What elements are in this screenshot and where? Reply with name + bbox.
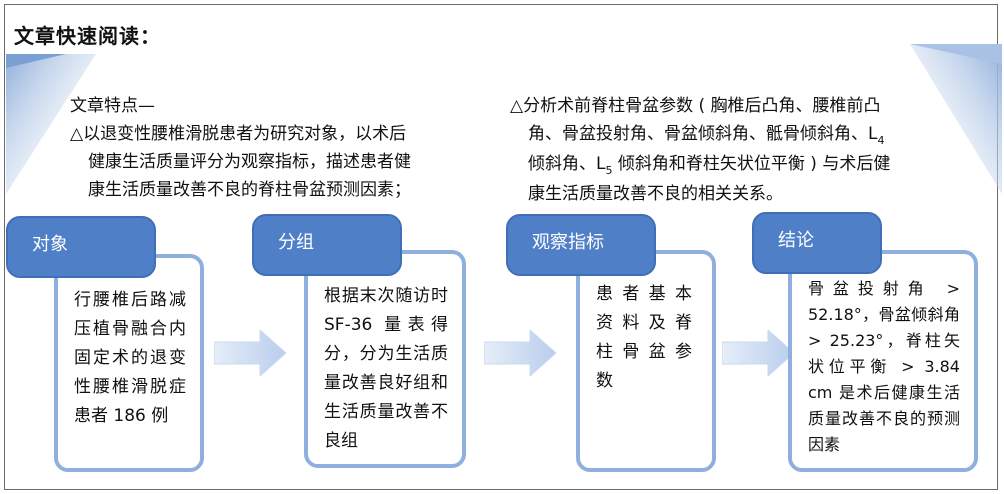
l4-subscript: 4 [877, 134, 885, 147]
step-label-indicators: 观察指标 [506, 214, 656, 276]
analysis-description: △分析术前脊柱骨盆参数 ( 胸椎后凸角、腰椎前凸 角、骨盆投射角、骨盆倾斜角、骶… [510, 92, 890, 208]
flow-arrow-icon [722, 330, 794, 376]
left-banner-ribbon [6, 54, 96, 194]
step-text-subjects: 行腰椎后路减压植骨融合内固定术的退变性腰椎滑脱症患者 186 例 [74, 290, 186, 426]
analysis-line-3-text-a: 倾斜角、L [528, 154, 606, 174]
step-text-indicators: 患者基本资料及脊柱骨盆参数 [596, 284, 698, 391]
step-card-conclusion: 骨盆投射角 > 52.18°，骨盆倾斜角 > 25.23°，脊柱矢状位平衡 > … [788, 250, 978, 472]
features-heading: 文章特点— [70, 96, 155, 116]
analysis-line-3: 倾斜角、L5 倾斜角和脊柱矢状位平衡 ) 与术后健 [528, 150, 890, 180]
analysis-line-1: △分析术前脊柱骨盆参数 ( 胸椎后凸角、腰椎前凸 [510, 96, 881, 116]
step-card-indicators: 患者基本资料及脊柱骨盆参数 [576, 250, 716, 472]
page-title: 文章快速阅读： [14, 24, 161, 48]
step-text-grouping: 根据末次随访时 SF-36 量表得分，分为生活质量改善良好组和生活质量改善不良组 [324, 286, 448, 451]
l5-subscript: 5 [605, 164, 613, 177]
flow-arrow-icon [214, 330, 286, 376]
analysis-line-3-text-b: 倾斜角和脊柱矢状位平衡 ) 与术后健 [612, 154, 891, 174]
step-card-grouping: 根据末次随访时 SF-36 量表得分，分为生活质量改善良好组和生活质量改善不良组 [304, 250, 466, 468]
step-text-conclusion: 骨盆投射角 > 52.18°，骨盆倾斜角 > 25.23°，脊柱矢状位平衡 > … [808, 279, 960, 454]
right-banner-ribbon [910, 44, 1002, 194]
step-label-subjects: 对象 [6, 216, 156, 278]
step-label-grouping: 分组 [252, 214, 402, 276]
analysis-line-2: 角、骨盆投射角、骨盆倾斜角、骶骨倾斜角、L4 [528, 120, 890, 150]
analysis-line-2-text: 角、骨盆投射角、骨盆倾斜角、骶骨倾斜角、L [528, 124, 878, 144]
step-label-conclusion: 结论 [752, 212, 882, 274]
features-line-2: 健康生活质量评分为观察指标，描述患者健 [88, 152, 411, 172]
features-line-1: △以退变性腰椎滑脱患者为研究对象，以术后 [70, 124, 407, 144]
features-line-3: 康生活质量改善不良的脊柱骨盆预测因素； [88, 180, 411, 200]
step-card-subjects: 行腰椎后路减压植骨融合内固定术的退变性腰椎滑脱症患者 186 例 [54, 254, 204, 472]
article-features: 文章特点— △以退变性腰椎滑脱患者为研究对象，以术后 健康生活质量评分为观察指标… [70, 92, 411, 204]
flow-arrow-icon [484, 330, 556, 376]
analysis-line-4: 康生活质量改善不良的相关关系。 [528, 184, 783, 204]
